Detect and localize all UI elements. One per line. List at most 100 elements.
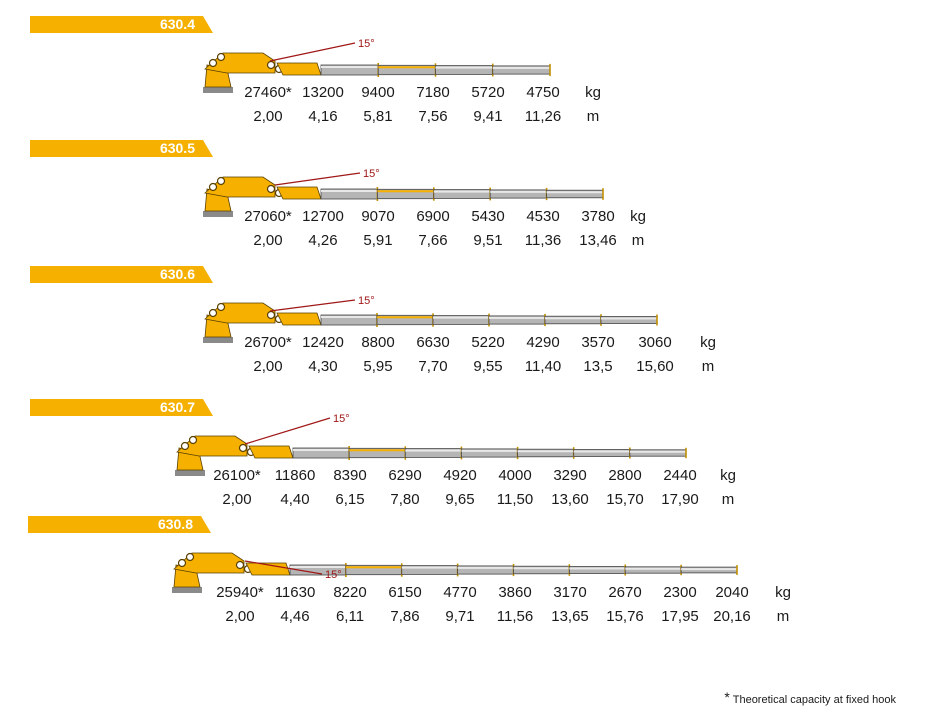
m-unit: m [586, 108, 600, 125]
capacity-value: 4920 [443, 467, 477, 484]
angle-line [269, 299, 356, 312]
pivot-joint [216, 176, 226, 186]
capacity-value: 3780 [581, 208, 615, 225]
pivot-joint [177, 558, 187, 568]
outreach-value: 7,66 [418, 232, 448, 249]
m-unit: m [701, 358, 715, 375]
angle-label: 15° [325, 569, 342, 581]
capacity-value: 5720 [471, 84, 505, 101]
model-tag: 630.6 [30, 266, 213, 283]
outreach-value: 11,56 [496, 608, 534, 625]
pivot-joint [235, 560, 245, 570]
outreach-value: 2,00 [222, 491, 252, 508]
capacity-value: 25940* [216, 584, 264, 601]
outreach-value: 7,70 [418, 358, 448, 375]
outreach-value: 4,30 [308, 358, 338, 375]
model-tag: 630.8 [28, 516, 211, 533]
angle-label: 15° [358, 295, 375, 307]
outreach-value: 13,5 [583, 358, 613, 375]
capacity-value: 26700* [244, 334, 292, 351]
capacity-value: 6290 [388, 467, 422, 484]
outreach-value: 5,95 [363, 358, 393, 375]
angle-line [269, 42, 356, 62]
capacity-value: 12420 [302, 334, 344, 351]
capacity-value: 8390 [333, 467, 367, 484]
outreach-value: 9,41 [473, 108, 503, 125]
kg-unit: kg [700, 334, 716, 351]
m-unit: m [721, 491, 735, 508]
model-name: 630.7 [159, 399, 195, 415]
capacity-value: 5430 [471, 208, 505, 225]
capacity-value: 9070 [361, 208, 395, 225]
angle-line [244, 417, 331, 445]
outreach-value: 5,81 [363, 108, 393, 125]
pivot-joint [266, 60, 276, 70]
capacity-value: 4530 [526, 208, 560, 225]
capacity-value: 4770 [443, 584, 477, 601]
angle-label: 15° [358, 38, 375, 50]
outreach-value: 7,56 [418, 108, 448, 125]
pivot-joint [266, 184, 276, 194]
kg-unit: kg [775, 584, 791, 601]
model-name: 630.4 [159, 16, 195, 32]
model-tag: 630.5 [30, 140, 213, 157]
outreach-value: 9,71 [445, 608, 475, 625]
outreach-value: 7,86 [390, 608, 420, 625]
outreach-value: 17,90 [661, 491, 699, 508]
capacity-value: 11630 [274, 584, 316, 601]
pivot-joint [180, 441, 190, 451]
boom-extension [624, 566, 682, 574]
outreach-value: 4,40 [280, 491, 310, 508]
pivot-joint [216, 302, 226, 312]
pivot-joint [208, 182, 218, 192]
outreach-value: 6,15 [335, 491, 365, 508]
outreach-value: 2,00 [225, 608, 255, 625]
m-unit: m [776, 608, 790, 625]
footnote: * Theoretical capacity at fixed hook [724, 689, 896, 706]
capacity-value: 2440 [663, 467, 697, 484]
outreach-value: 4,16 [308, 108, 338, 125]
outreach-value: 9,51 [473, 232, 503, 249]
capacity-value: 6150 [388, 584, 422, 601]
angle-label: 15° [333, 413, 350, 425]
capacity-value: 27460* [244, 84, 292, 101]
outreach-value: 13,46 [579, 232, 617, 249]
outreach-value: 9,55 [473, 358, 503, 375]
pivot-joint [208, 308, 218, 318]
capacity-value: 2800 [608, 467, 642, 484]
crane-base [203, 211, 233, 217]
outreach-value: 7,80 [390, 491, 420, 508]
pivot-joint [188, 435, 198, 445]
angle-line [244, 560, 323, 575]
outreach-value: 20,16 [713, 608, 751, 625]
outreach-value: 11,36 [524, 232, 562, 249]
kg-unit: kg [630, 208, 646, 225]
capacity-value: 4290 [526, 334, 560, 351]
capacity-value: 2040 [715, 584, 749, 601]
capacity-value: 9400 [361, 84, 395, 101]
outreach-value: 11,50 [496, 491, 534, 508]
capacity-value: 4750 [526, 84, 560, 101]
model-name: 630.6 [159, 266, 195, 282]
outreach-value: 2,00 [253, 108, 283, 125]
outreach-value: 4,46 [280, 608, 310, 625]
capacity-value: 11860 [274, 467, 316, 484]
outreach-value: 15,60 [636, 358, 674, 375]
crane-base [203, 337, 233, 343]
model-tag: 630.4 [30, 16, 213, 33]
capacity-value: 8220 [333, 584, 367, 601]
outreach-value: 17,95 [661, 608, 699, 625]
outreach-value: 2,00 [253, 358, 283, 375]
capacity-value: 27060* [244, 208, 292, 225]
capacity-value: 3860 [498, 584, 532, 601]
capacity-value: 6900 [416, 208, 450, 225]
outreach-value: 13,65 [551, 608, 589, 625]
